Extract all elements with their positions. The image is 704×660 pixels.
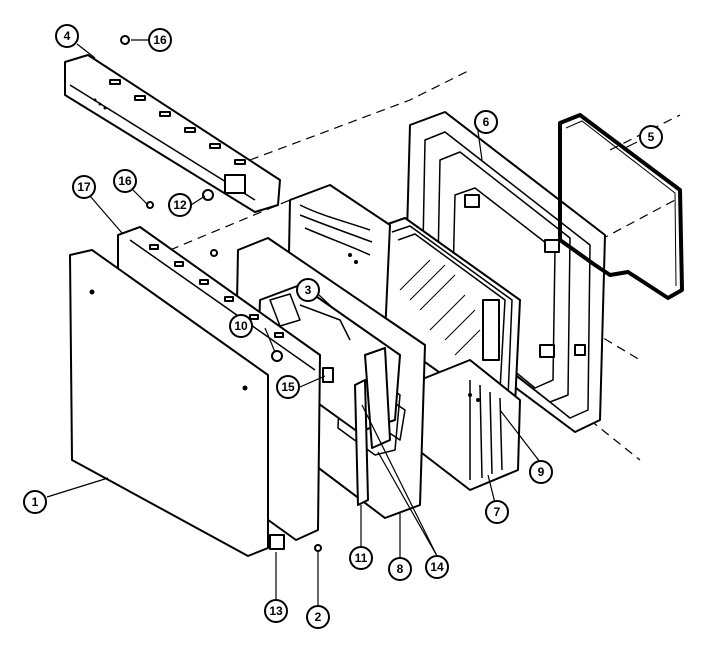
- callout-7-label: 7: [494, 505, 501, 519]
- callout-1: 1: [23, 490, 47, 514]
- callout-15: 15: [276, 375, 300, 399]
- callout-7: 7: [485, 500, 509, 524]
- callout-14: 14: [425, 555, 449, 579]
- callout-16-mid-label: 16: [118, 174, 132, 188]
- part-4-vent-panel: [64, 54, 281, 213]
- callout-16-top: 16: [148, 28, 172, 52]
- callout-2: 2: [306, 605, 330, 629]
- callout-5: 5: [639, 125, 663, 149]
- callout-17: 17: [72, 175, 96, 199]
- callout-17-label: 17: [77, 180, 91, 194]
- callout-1-label: 1: [32, 495, 39, 509]
- callout-10: 10: [229, 314, 253, 338]
- callout-16-mid: 16: [113, 169, 137, 193]
- callout-12-label: 12: [173, 198, 187, 212]
- part-1-outer-door-panel: [69, 249, 269, 557]
- callout-8: 8: [388, 557, 412, 581]
- callout-11-label: 11: [355, 551, 368, 565]
- callout-2-label: 2: [315, 610, 322, 624]
- part-5-door-gasket: [558, 113, 684, 300]
- callout-4-label: 4: [64, 29, 71, 43]
- callout-6-label: 6: [483, 115, 490, 129]
- callout-4: 4: [55, 24, 79, 48]
- callout-13-label: 13: [269, 604, 283, 618]
- callout-16-top-label: 16: [153, 33, 167, 47]
- callout-13: 13: [264, 599, 288, 623]
- callout-8-label: 8: [397, 562, 404, 576]
- callout-3: 3: [296, 278, 320, 302]
- callout-10-label: 10: [234, 319, 248, 333]
- callout-15-label: 15: [281, 380, 295, 394]
- callout-12: 12: [168, 193, 192, 217]
- callout-14-label: 14: [430, 560, 444, 574]
- part-11-handle-rod: [354, 379, 369, 506]
- hardware-screws: [120, 35, 334, 552]
- callout-5-label: 5: [648, 130, 655, 144]
- callout-6: 6: [474, 110, 498, 134]
- callout-9-label: 9: [538, 465, 545, 479]
- callout-11: 11: [349, 546, 373, 570]
- callout-3-label: 3: [305, 283, 312, 297]
- callout-9: 9: [529, 460, 553, 484]
